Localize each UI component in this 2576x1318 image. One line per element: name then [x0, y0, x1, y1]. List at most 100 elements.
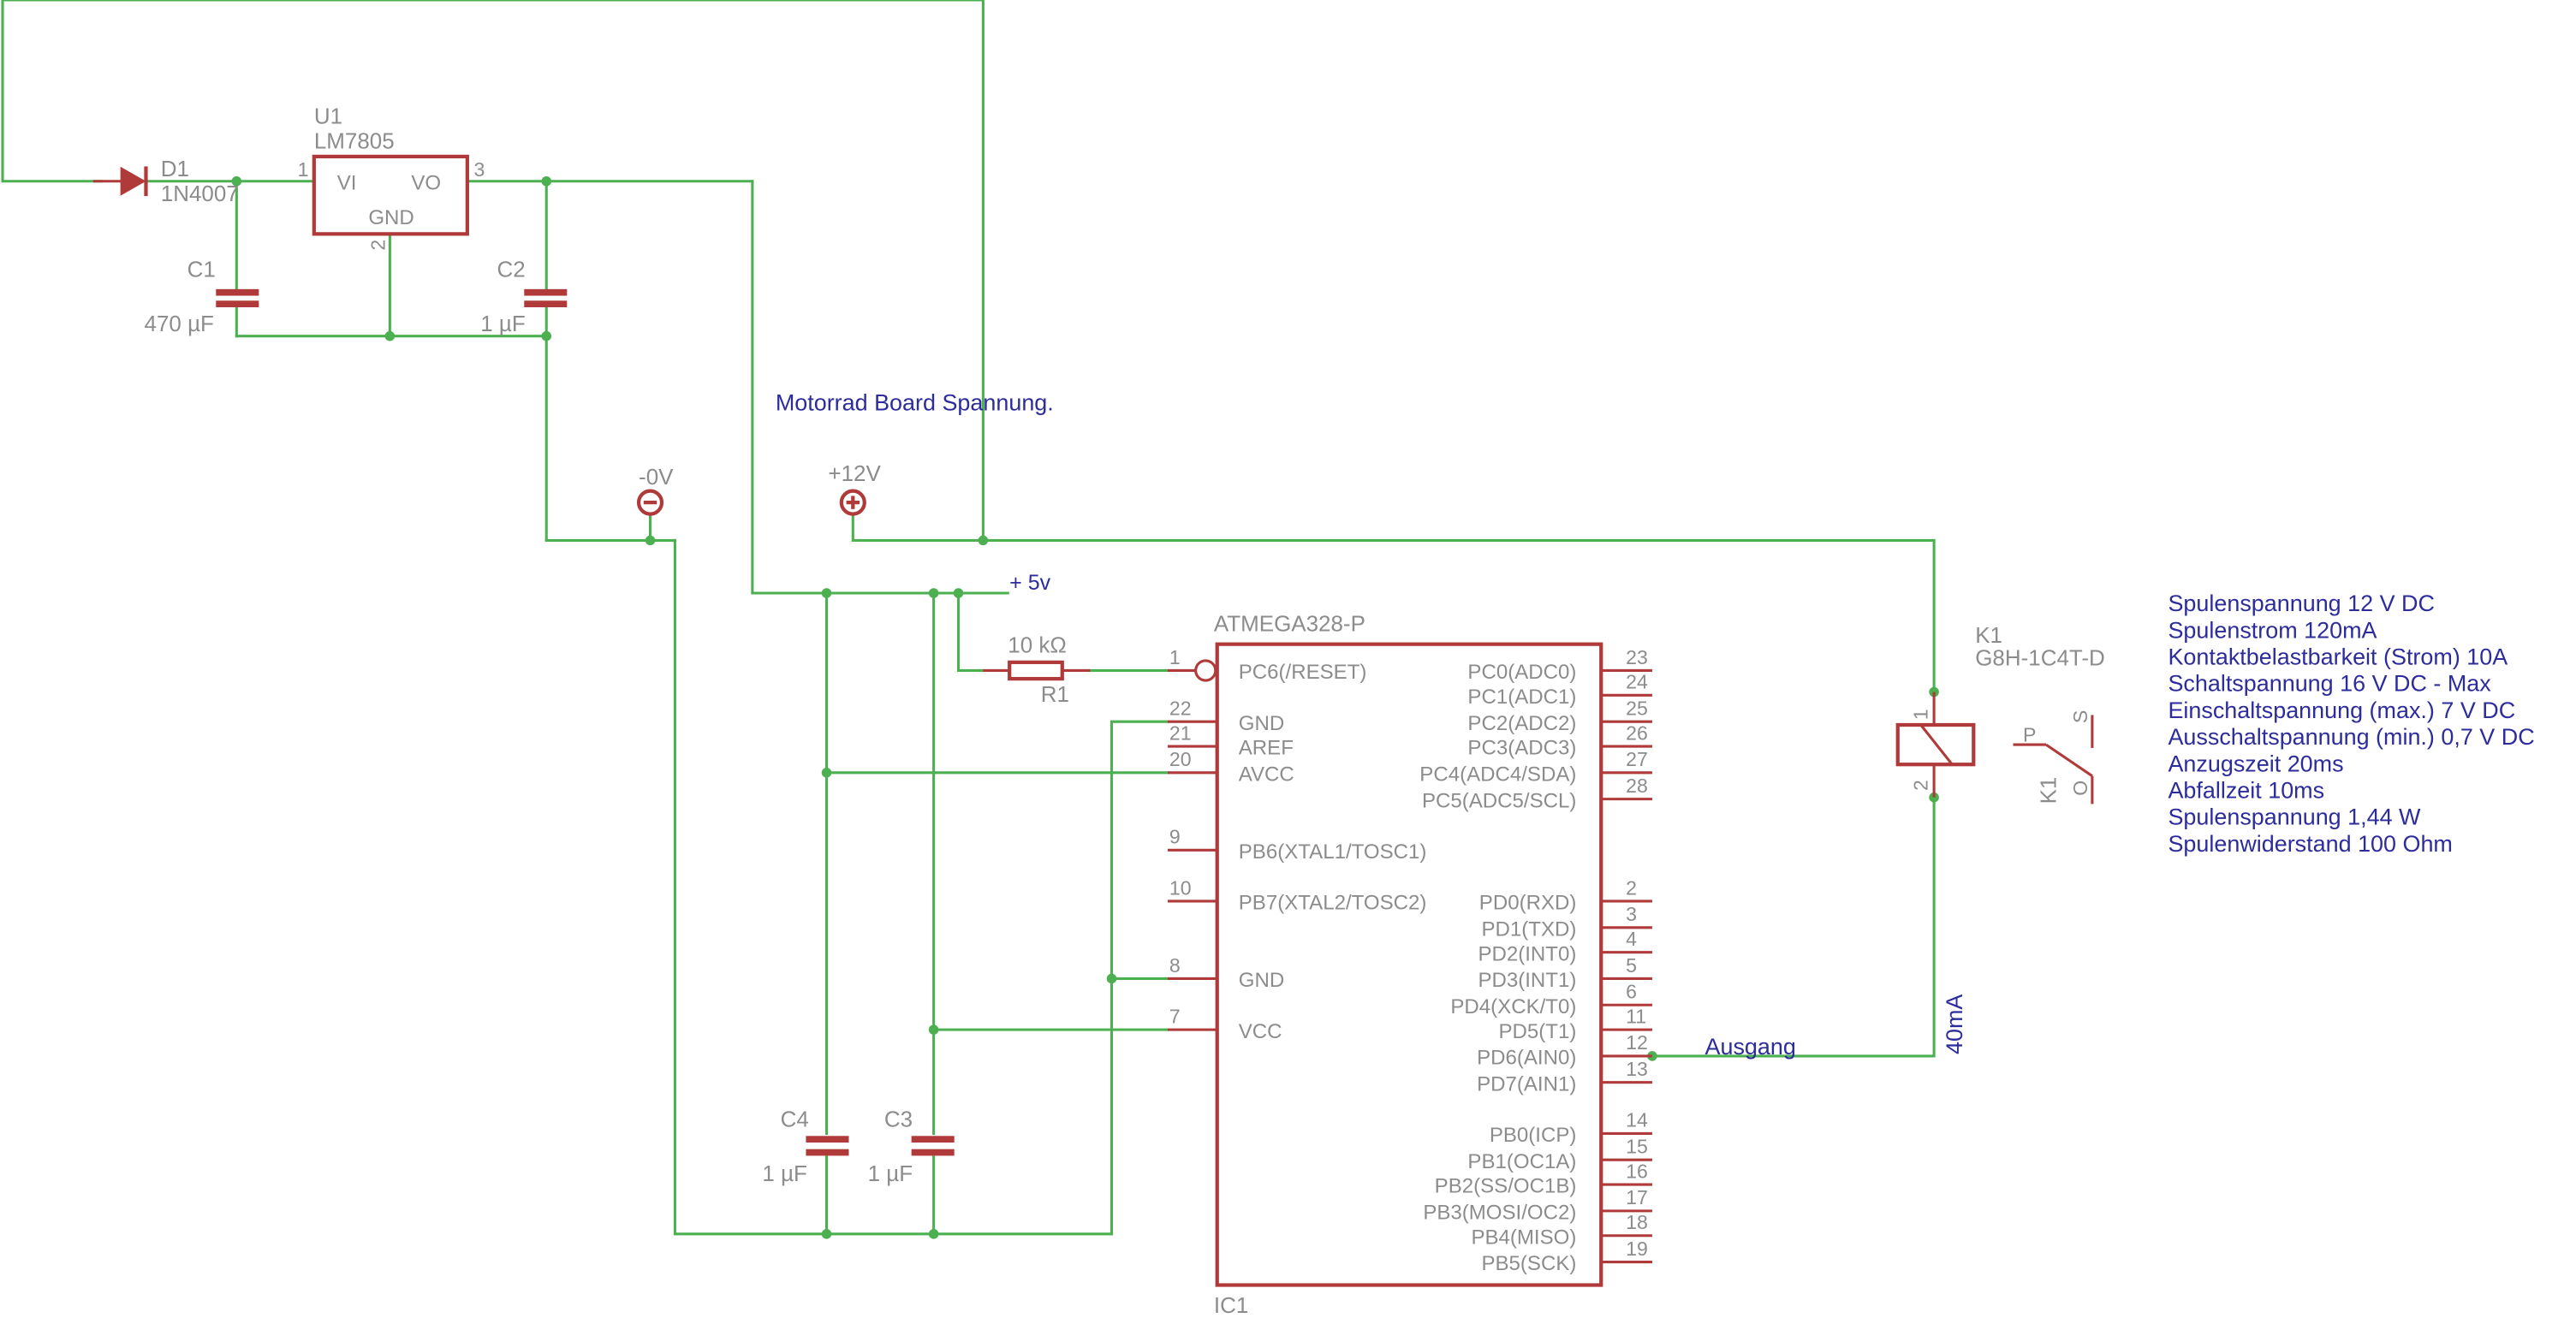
spec-line: Spulenspannung 1,44 W — [2168, 804, 2421, 830]
capacitor-c4: C4 1 µF — [762, 1107, 849, 1186]
junctions — [231, 175, 1939, 1239]
capacitor-c3: C3 1 µF — [868, 1107, 955, 1186]
c1-value: 470 µF — [145, 311, 214, 336]
ic1-pin-name: PB3(MOSI/OC2) — [1423, 1202, 1576, 1225]
c1-name: C1 — [187, 256, 216, 282]
ic1-pin-number: 7 — [1169, 1005, 1181, 1027]
u1-value: LM7805 — [314, 128, 395, 153]
k1-sw-s: S — [2069, 710, 2091, 723]
k1-name: K1 — [1975, 622, 2002, 648]
k1-sw-p: P — [2023, 723, 2036, 745]
u1-name: U1 — [314, 103, 342, 128]
ic1-pin-name: GND — [1239, 712, 1284, 735]
ic1-pin-number: 10 — [1169, 876, 1192, 899]
ic1-pin-name: VCC — [1239, 1020, 1282, 1043]
v12-label: +12V — [828, 460, 881, 486]
ic1-pin-name: PB6(XTAL1/TOSC1) — [1239, 840, 1427, 864]
ic1-pin-name: PC0(ADC0) — [1467, 661, 1576, 684]
c4-value: 1 µF — [762, 1161, 806, 1186]
ausgang-label: Ausgang — [1705, 1034, 1796, 1060]
ic1-pin-number: 26 — [1626, 721, 1648, 744]
c3-name: C3 — [884, 1107, 913, 1132]
ic1-pin-name: PC5(ADC5/SCL) — [1422, 789, 1576, 812]
spec-line: Einschaltspannung (max.) 7 V DC — [2168, 698, 2515, 723]
ic1-pin-number: 11 — [1626, 1005, 1646, 1027]
r1-name: R1 — [1041, 681, 1069, 707]
spec-line: Schaltspannung 16 V DC - Max — [2168, 671, 2491, 697]
ic1-pin-name: PC6(/RESET) — [1239, 661, 1367, 684]
ic1-pin-number: 3 — [1626, 903, 1637, 925]
c2-name: C2 — [497, 256, 526, 282]
ic1-pin-number: 18 — [1626, 1211, 1648, 1233]
ic1-pin-name: PB7(XTAL2/TOSC2) — [1239, 892, 1427, 915]
ic1-pin-name: PD7(AIN1) — [1477, 1072, 1576, 1095]
spec-line: Spulenspannung 12 V DC — [2168, 591, 2435, 616]
v5-net-label: + 5v — [1009, 571, 1050, 595]
ic1-pin-name: PC4(ADC4/SDA) — [1419, 763, 1576, 786]
ic1-pin-name: PD4(XCK/T0) — [1450, 995, 1576, 1018]
ic1-pin-number: 9 — [1169, 826, 1181, 848]
spec-line: Spulenwiderstand 100 Ohm — [2168, 831, 2452, 857]
supply-gnd-0v: -0V — [636, 464, 674, 516]
ic1-pin-name: PC2(ADC2) — [1467, 712, 1576, 735]
ic1-pin-name: GND — [1239, 969, 1284, 992]
capacitor-c2: C2 1 µF — [480, 256, 568, 336]
ic1-pin-name: PD2(INT0) — [1478, 942, 1576, 965]
current-label: 40mA — [1942, 994, 1967, 1054]
ic1-pin-name: PD5(T1) — [1499, 1020, 1577, 1043]
spec-line: Kontaktbelastbarkeit (Strom) 10A — [2168, 644, 2508, 670]
capacitor-c1: C1 470 µF — [145, 256, 259, 336]
ic1-value: ATMEGA328-P — [1214, 610, 1365, 636]
ic1-pin-number: 8 — [1169, 954, 1181, 977]
c3-value: 1 µF — [868, 1161, 913, 1186]
u1-pin-gnd: GND — [368, 206, 413, 229]
spec-line: Anzugszeit 20ms — [2168, 751, 2343, 776]
u1-pin1-num: 1 — [298, 158, 309, 181]
ic1-pin-name: AVCC — [1239, 763, 1294, 786]
ic1-pin-name: PD6(AIN0) — [1477, 1047, 1576, 1070]
spec-line: Spulenstrom 120mA — [2168, 617, 2377, 643]
ic1-pin-name: PB0(ICP) — [1490, 1124, 1577, 1147]
ic1-pin-number: 5 — [1626, 954, 1637, 977]
ic1-pin-number: 12 — [1626, 1031, 1648, 1054]
d1-value: 1N4007 — [161, 181, 239, 206]
ic1-pin-number: 28 — [1626, 775, 1648, 797]
ic1-pin-name: PD0(RXD) — [1479, 892, 1577, 915]
ic1-right-pins: 23PC0(ADC0)24PC1(ADC1)25PC2(ADC2)26PC3(A… — [1419, 646, 1652, 1275]
c4-name: C4 — [781, 1107, 809, 1132]
ic1-pin-name: PB2(SS/OC1B) — [1435, 1175, 1577, 1198]
ic1-pin-name: PB4(MISO) — [1471, 1226, 1576, 1249]
ic1-pin-number: 1 — [1169, 646, 1181, 668]
ic1-pin-name: PD3(INT1) — [1478, 969, 1576, 992]
ic1-pin-number: 14 — [1626, 1109, 1648, 1131]
ic1-pin-name: AREF — [1239, 737, 1294, 760]
ic1-pin-number: 21 — [1169, 721, 1192, 744]
c2-value: 1 µF — [480, 311, 525, 336]
u1-pin2-num: 2 — [367, 240, 390, 251]
supply-plus-12v: +12V — [828, 460, 881, 516]
ic1-pin-number: 16 — [1626, 1160, 1648, 1182]
ic1-pin-number: 6 — [1626, 981, 1637, 1003]
relay-k1: 1 2 K1 G8H-1C4T-D P S O K1 — [1895, 622, 2105, 804]
ic1-pin-number: 17 — [1626, 1186, 1648, 1208]
k1-pin2: 2 — [1909, 780, 1931, 791]
ic1-pin-number: 19 — [1626, 1238, 1648, 1260]
k1-sw-ref: K1 — [2036, 777, 2061, 804]
u1-pin-vo: VO — [411, 171, 441, 194]
ic1-name: IC1 — [1214, 1292, 1248, 1318]
board-title: Motorrad Board Spannung. — [776, 389, 1054, 415]
regulator-u1: VI VO GND 1 3 2 U1 LM7805 — [298, 103, 485, 250]
ic1-pin-number: 25 — [1626, 697, 1648, 719]
ic1-pin-number: 20 — [1169, 748, 1192, 770]
ic1-pin-number: 22 — [1169, 697, 1192, 719]
k1-pin1: 1 — [1909, 709, 1931, 720]
k1-sw-o: O — [2069, 781, 2091, 796]
ic1-pin-name: PB1(OC1A) — [1467, 1150, 1576, 1173]
spec-line: Abfallzeit 10ms — [2168, 777, 2324, 803]
ic1-pin-name: PC1(ADC1) — [1467, 686, 1576, 709]
diode-d1: D1 1N4007 — [92, 156, 239, 206]
k1-value: G8H-1C4T-D — [1975, 645, 2105, 671]
